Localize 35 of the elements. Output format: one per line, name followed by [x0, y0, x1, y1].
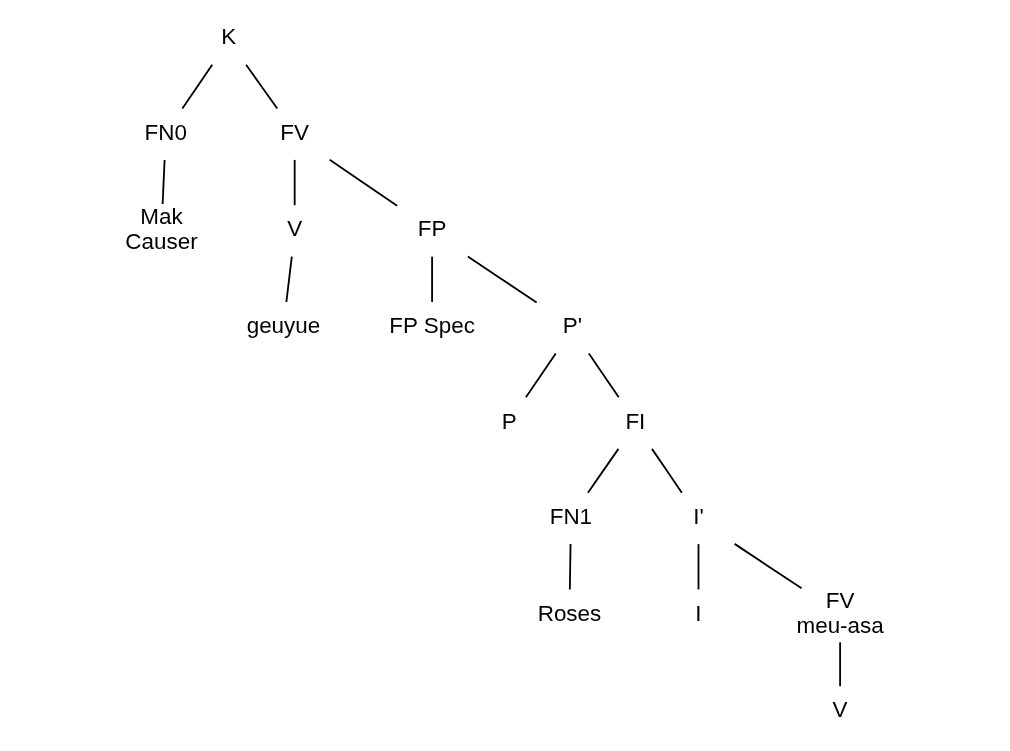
connector	[431, 255, 433, 303]
node-text: V	[287, 216, 303, 242]
node-text: geuyue	[246, 313, 321, 339]
connector	[328, 158, 399, 207]
connector	[697, 543, 700, 591]
connector	[525, 352, 557, 399]
node-text: FP	[417, 216, 447, 242]
node-text: K	[221, 24, 237, 50]
connector	[293, 159, 296, 207]
node-text: Mak	[140, 203, 183, 229]
connector	[568, 543, 572, 591]
node-text: Roses	[537, 600, 602, 626]
node-text: FI	[625, 408, 646, 434]
node-label: Causer	[125, 229, 198, 255]
connector	[466, 255, 538, 304]
connector	[651, 447, 683, 494]
connector	[245, 63, 279, 110]
node-label: meu-asa	[796, 613, 884, 639]
connector	[181, 63, 214, 110]
node-text: P	[501, 408, 517, 434]
node-text: FP Spec	[389, 313, 475, 339]
connector	[839, 641, 841, 688]
node-text: FV	[825, 587, 855, 613]
node-text: FV	[280, 119, 310, 145]
connector	[161, 159, 166, 205]
node-text: P'	[562, 313, 582, 339]
connector	[285, 255, 293, 303]
node-text: I	[695, 600, 702, 626]
connector	[587, 447, 620, 494]
node-text: FN0	[144, 119, 187, 145]
connector	[587, 352, 620, 399]
node-text: I'	[693, 503, 704, 529]
connector	[733, 542, 803, 590]
node-text: FN1	[549, 503, 593, 529]
node-text: V	[832, 697, 848, 723]
